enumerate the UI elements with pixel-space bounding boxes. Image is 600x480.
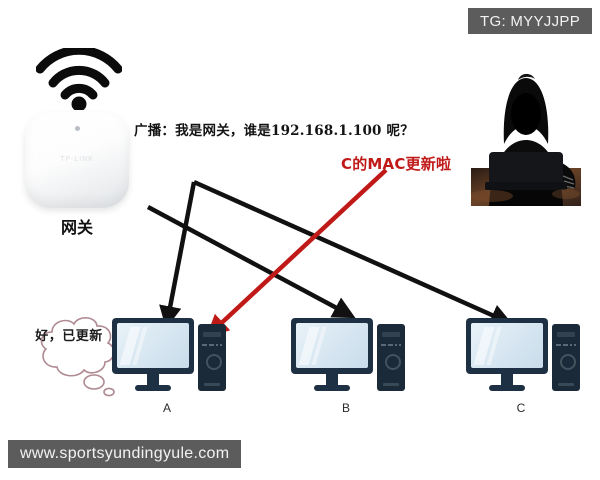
tower-indicator-icon bbox=[220, 344, 222, 346]
computer-label-b: B bbox=[341, 401, 350, 415]
hooded-hacker-photo bbox=[469, 70, 581, 206]
arrow-gateway-to-pc-c bbox=[193, 179, 513, 326]
computer-label-a: A bbox=[162, 401, 171, 415]
tower-indicator-icon bbox=[399, 344, 401, 346]
gateway-router: TP-LINK bbox=[25, 112, 129, 208]
telegram-badge: TG: MYYJJPP bbox=[468, 8, 592, 34]
computer-c bbox=[466, 318, 582, 396]
tower-indicator-icon bbox=[395, 344, 397, 346]
tower-indicator-icon bbox=[202, 344, 207, 346]
monitor-stand-a bbox=[147, 374, 159, 385]
gateway-label: 网关 bbox=[60, 218, 93, 237]
monitor-stand-c bbox=[501, 374, 513, 385]
power-button-icon bbox=[385, 354, 401, 370]
optical-drive-icon bbox=[382, 332, 400, 337]
tower-indicator-icon bbox=[563, 344, 568, 346]
tower-indicator-icon bbox=[556, 344, 561, 346]
power-button-icon bbox=[206, 354, 222, 370]
wifi-icon bbox=[35, 45, 123, 112]
router-led-icon bbox=[74, 126, 80, 131]
computer-a bbox=[112, 318, 228, 396]
power-button-icon bbox=[560, 354, 576, 370]
optical-drive-icon bbox=[557, 332, 575, 337]
tower-foot bbox=[558, 383, 574, 386]
optical-drive-icon bbox=[203, 332, 221, 337]
site-watermark: www.sportsyundingyule.com bbox=[8, 440, 242, 468]
thought-bubble bbox=[30, 312, 122, 398]
tower-foot bbox=[383, 383, 399, 386]
tower-indicator-icon bbox=[574, 344, 576, 346]
screen-b bbox=[296, 323, 368, 368]
tower-indicator-icon bbox=[570, 344, 572, 346]
pc-tower-b bbox=[377, 324, 405, 391]
tower-indicator-icon bbox=[216, 344, 218, 346]
mac-update-annotation: C的MAC更新啦 bbox=[341, 155, 452, 173]
broadcast-message: 广播：我是网关，谁是192.168.1.100 呢？ bbox=[134, 123, 414, 139]
tower-indicator-icon bbox=[388, 344, 393, 346]
monitor-a bbox=[112, 318, 194, 374]
arrow-gateway-to-pc-b bbox=[146, 205, 356, 319]
thought-bubble-text: 好，已更新 bbox=[35, 329, 103, 344]
tower-indicator-icon bbox=[381, 344, 386, 346]
computer-b bbox=[291, 318, 407, 396]
router-brand-label: TP-LINK bbox=[60, 156, 94, 163]
monitor-base-c bbox=[489, 385, 525, 391]
monitor-stand-b bbox=[326, 374, 338, 385]
screen-a bbox=[117, 323, 189, 368]
tower-foot bbox=[204, 383, 220, 386]
arrow-gateway-to-pc-a bbox=[159, 181, 197, 329]
computer-label-c: C bbox=[516, 401, 526, 415]
pc-tower-a bbox=[198, 324, 226, 391]
monitor-base-a bbox=[135, 385, 171, 391]
pc-tower-c bbox=[552, 324, 580, 391]
monitor-c bbox=[466, 318, 548, 374]
arrow-attacker-to-pc-a bbox=[206, 168, 388, 338]
screen-c bbox=[471, 323, 543, 368]
monitor-b bbox=[291, 318, 373, 374]
monitor-base-b bbox=[314, 385, 350, 391]
tower-indicator-icon bbox=[209, 344, 214, 346]
